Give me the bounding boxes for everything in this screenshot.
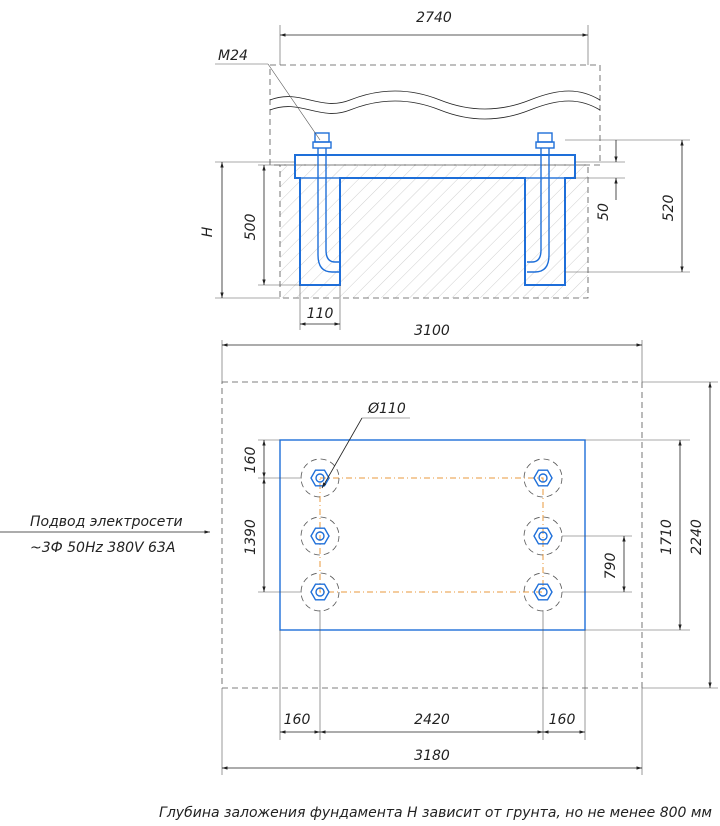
dim-500: 500 — [243, 214, 259, 241]
right-anchor-bolt — [527, 132, 555, 273]
dim-2740: 2740 — [416, 10, 452, 26]
concrete-hatch — [280, 165, 588, 298]
dim-110: 110 — [307, 306, 334, 322]
footnote: Глубина заложения фундамента H зависит о… — [159, 805, 712, 821]
power-supply-line2: ~3Ф 50Hz 380V 63A — [30, 540, 175, 556]
bolt-bottom-left — [300, 572, 340, 612]
break-line-top — [269, 90, 601, 110]
bolt-bottom-right — [523, 572, 563, 612]
bolt-centerline — [319, 477, 544, 593]
left-anchor-bolt — [312, 132, 340, 273]
dim-right-790: 790 — [603, 553, 619, 580]
dim-h: H — [200, 226, 216, 237]
foundation-outline — [279, 164, 589, 299]
plan-view: 3100 Ø110 160 1390 790 1710 2240 — [221, 323, 718, 775]
dim-right-1710: 1710 — [659, 519, 675, 555]
dim-bottom-160-left: 160 — [284, 712, 311, 728]
dim-left-160: 160 — [243, 447, 259, 474]
dim-50: 50 — [596, 203, 612, 221]
left-anchor-pocket — [299, 177, 341, 286]
bolt-top-right — [523, 458, 563, 498]
dim-diameter: Ø110 — [367, 401, 406, 417]
break-line-bottom — [269, 100, 601, 120]
bolt-size-label: M24 — [218, 48, 248, 64]
dim-bottom-160-right: 160 — [549, 712, 576, 728]
bolt-mid-right — [523, 516, 563, 556]
dim-left-1390: 1390 — [243, 519, 259, 555]
machine-outline — [269, 64, 601, 166]
dim-bottom-3180: 3180 — [414, 748, 450, 764]
dim-bottom-2420: 2420 — [414, 712, 450, 728]
foundation-plan-outline — [221, 381, 643, 689]
dim-3100: 3100 — [414, 323, 450, 339]
equipment-base — [279, 439, 586, 631]
bolt-mid-left — [300, 516, 340, 556]
bolt-group — [300, 458, 563, 612]
right-anchor-pocket — [524, 177, 566, 286]
power-supply-callout: Подвод электросети ~3Ф 50Hz 380V 63A — [0, 514, 210, 556]
dim-right-2240: 2240 — [689, 519, 705, 555]
section-view: 2740 M24 H 500 520 50 110 — [200, 10, 690, 330]
power-supply-line1: Подвод электросети — [30, 514, 183, 530]
dim-520: 520 — [661, 195, 677, 222]
